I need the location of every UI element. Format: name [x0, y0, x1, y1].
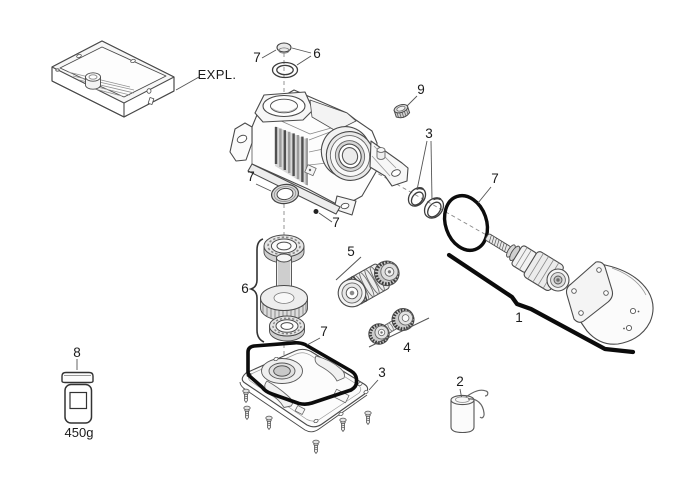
seal-rings-part	[407, 187, 445, 219]
cover-gasket-part	[246, 340, 359, 406]
pinion-callout: 4	[368, 317, 430, 355]
dowel-pin-part	[313, 209, 319, 214]
seal-rings-callout: 3	[416, 126, 433, 201]
callout-motor-oring: 7	[491, 171, 499, 186]
screw	[364, 410, 372, 425]
cover-gasket-callout: 7	[306, 324, 328, 346]
top-oring-part	[271, 61, 299, 79]
base-plate-callout: 3	[368, 365, 386, 391]
expl-callout: EXPL.	[175, 67, 237, 91]
callout-output-seal: 7	[247, 169, 255, 184]
lower-bearing	[269, 315, 305, 342]
top-oring-callout: 6	[291, 46, 321, 66]
base-plate-part	[239, 348, 369, 433]
output-seal-callout: 7	[247, 169, 272, 192]
callout-top-oring: 6	[313, 46, 321, 61]
callout-gasket: 7	[320, 324, 328, 339]
coupling-end-face	[546, 268, 570, 292]
callout-motor-group: 1	[515, 310, 523, 325]
tray-boss	[85, 72, 101, 90]
callout-dowel-pin: 7	[332, 215, 340, 230]
callout-gear-group: 6	[241, 281, 249, 296]
motor-oring-part	[442, 193, 490, 253]
clutch-callout: 5	[335, 244, 362, 281]
grease-weight-label: 450g	[65, 425, 94, 440]
plate-wing-right	[314, 355, 346, 382]
top-cap-callout: 7	[253, 49, 277, 65]
capacitor-callout: 2	[456, 374, 464, 398]
callout-base-plate: 3	[378, 365, 386, 380]
screw	[339, 417, 347, 432]
output-gear	[260, 285, 308, 321]
plate-boss	[261, 358, 303, 384]
motor-bracket: 1	[446, 252, 636, 355]
breather-plug-part	[393, 103, 411, 119]
output-seal-part	[270, 183, 300, 205]
gear-stack-callout: 6	[241, 238, 265, 343]
breather-plug-callout: 9	[406, 82, 425, 107]
callout-capacitor: 2	[456, 374, 464, 389]
gear-stack-group	[260, 234, 308, 342]
motor-flange-plate	[565, 261, 614, 323]
screw	[242, 388, 250, 403]
expl-label: EXPL.	[198, 67, 237, 82]
pinion-assembly-part	[368, 308, 415, 345]
motor-assembly	[485, 233, 654, 345]
motor-flange-bore	[325, 131, 375, 181]
callout-clutch: 5	[347, 244, 355, 259]
motor-oring-callout: 7	[477, 171, 499, 204]
cover-tray	[51, 40, 175, 118]
callout-top-cap: 7	[253, 50, 261, 65]
callout-grease-jar: 8	[73, 345, 81, 360]
tray-holes	[55, 53, 155, 105]
grease-jar-part	[61, 371, 94, 424]
callout-seal-rings: 3	[425, 126, 433, 141]
screw	[312, 439, 320, 454]
gear-housing	[229, 89, 409, 216]
fins-backdrop	[275, 126, 308, 186]
gusset-boss	[376, 147, 386, 160]
cooling-fins	[274, 127, 308, 185]
clutch-assembly-part	[337, 260, 400, 308]
grease-jar-callout: 8 450g	[65, 345, 94, 440]
dowel-pin-callout: 7	[318, 212, 340, 230]
callout-breather: 9	[417, 82, 425, 97]
screw	[265, 415, 273, 430]
capacitor-part	[450, 389, 489, 434]
top-cap-part	[276, 42, 292, 54]
screw	[243, 405, 251, 420]
callout-pinion: 4	[403, 340, 411, 355]
